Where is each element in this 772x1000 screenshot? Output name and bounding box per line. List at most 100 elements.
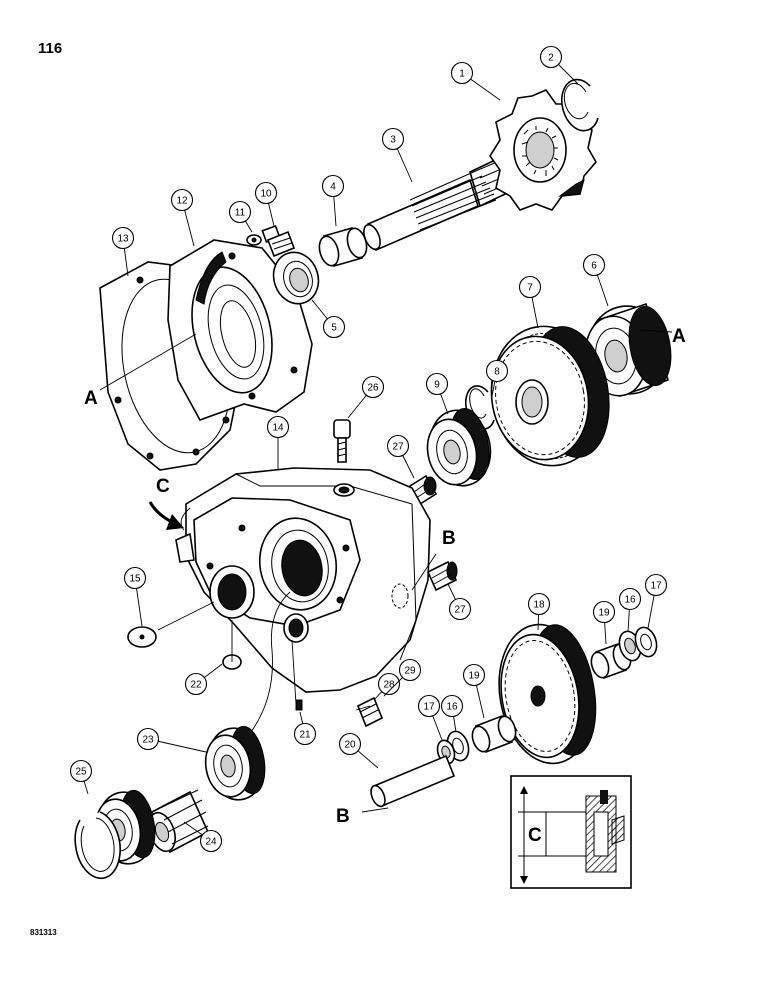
callout-number-18: 18 xyxy=(533,600,545,611)
callout-number-28: 28 xyxy=(383,680,395,691)
callout-circle xyxy=(377,672,401,696)
ref-letter-c-inset: C xyxy=(528,825,542,846)
pinion-gear xyxy=(148,789,210,854)
callout-circle xyxy=(184,672,208,696)
ref-letter-c-arrow: C xyxy=(156,476,170,497)
callout-number-15: 15 xyxy=(129,574,141,585)
callout-circle xyxy=(69,759,93,783)
detail-inset xyxy=(510,775,632,889)
ref-letter-b-upper: B xyxy=(442,528,456,549)
figure-code: 831313 xyxy=(30,928,57,937)
ball-bearing-9 xyxy=(426,408,492,487)
callout-number-24: 24 xyxy=(205,837,217,848)
gearbox-housing xyxy=(175,467,431,693)
callout-number-14: 14 xyxy=(272,423,284,434)
callout-number-17: 17 xyxy=(423,702,435,713)
callout-circle xyxy=(527,592,551,616)
callout-circle xyxy=(448,597,472,621)
callout-circle xyxy=(592,600,616,624)
callout-number-2: 2 xyxy=(548,53,554,64)
idler-shaft xyxy=(370,754,456,808)
callout-circle xyxy=(338,732,362,756)
callout-circle xyxy=(322,315,346,339)
callout-number-6: 6 xyxy=(591,261,597,272)
callout-number-16: 16 xyxy=(446,702,458,713)
callout-circle xyxy=(644,573,668,597)
callout-circle xyxy=(254,181,278,205)
page-number: 116 xyxy=(38,40,63,57)
plug-right xyxy=(426,560,458,592)
retaining-ring-upper xyxy=(561,78,599,132)
callout-circle xyxy=(111,226,135,250)
callout-number-7: 7 xyxy=(527,283,533,294)
callout-number-25: 25 xyxy=(75,767,87,778)
callout-circle xyxy=(485,359,509,383)
callout-number-21: 21 xyxy=(299,730,311,741)
callout-number-17: 17 xyxy=(650,581,662,592)
callout-number-22: 22 xyxy=(190,680,202,691)
callout-circle xyxy=(386,434,410,458)
callout-circle xyxy=(381,127,405,151)
callout-circle xyxy=(462,663,486,687)
callout-number-1: 1 xyxy=(459,69,465,80)
callout-number-13: 13 xyxy=(117,234,129,245)
bearing-cover xyxy=(167,239,313,421)
retaining-ring-lower xyxy=(74,811,121,880)
callout-circle xyxy=(199,829,223,853)
callout-number-29: 29 xyxy=(404,666,416,677)
callout-number-27: 27 xyxy=(392,442,404,453)
callout-number-23: 23 xyxy=(142,735,154,746)
callout-circle xyxy=(425,372,449,396)
oil-seal xyxy=(272,251,320,305)
large-gear-lower xyxy=(498,623,597,765)
callout-circle xyxy=(398,658,422,682)
callout-circle xyxy=(266,415,290,439)
drain-plug xyxy=(356,696,384,728)
callout-circle xyxy=(440,694,464,718)
callout-circle xyxy=(361,375,385,399)
callout-circle xyxy=(136,727,160,751)
callout-number-5: 5 xyxy=(331,323,337,334)
callout-circle xyxy=(228,200,252,224)
callout-circle xyxy=(518,275,542,299)
callout-circle xyxy=(293,722,317,746)
washers-upper xyxy=(618,626,658,662)
callout-circle xyxy=(417,694,441,718)
ref-letter-a-right: A xyxy=(672,326,686,347)
ref-letter-a-left: A xyxy=(84,388,98,409)
callout-circle xyxy=(123,566,147,590)
callout-number-11: 11 xyxy=(235,208,246,219)
callout-circle xyxy=(321,174,345,198)
callout-number-8: 8 xyxy=(494,367,500,378)
breather-fitting xyxy=(333,419,351,463)
bushing-19-lower xyxy=(471,714,517,754)
callout-circle xyxy=(170,188,194,212)
callout-number-10: 10 xyxy=(260,189,272,200)
callout-number-20: 20 xyxy=(344,740,356,751)
c-arrow-icon xyxy=(148,501,184,530)
callout-number-9: 9 xyxy=(434,380,440,391)
callout-number-3: 3 xyxy=(390,135,396,146)
expansion-plug xyxy=(127,626,157,648)
callout-number-26: 26 xyxy=(367,383,379,394)
callout-number-16: 16 xyxy=(624,595,636,606)
callout-circle xyxy=(450,61,474,85)
callout-number-19: 19 xyxy=(468,671,480,682)
large-gear-upper xyxy=(490,325,610,467)
ball-bearing-23-upper xyxy=(204,725,266,801)
callout-circle xyxy=(539,45,563,69)
ref-letter-b-lower: B xyxy=(336,806,350,827)
callout-circle xyxy=(582,253,606,277)
callout-number-4: 4 xyxy=(330,182,336,193)
bushing xyxy=(318,227,368,267)
dowel-pin xyxy=(295,699,303,711)
callout-group: 1234567891011121314151616171718191920212… xyxy=(69,45,668,853)
callout-number-12: 12 xyxy=(176,196,188,207)
bolt-and-washer xyxy=(246,224,296,258)
callout-number-27: 27 xyxy=(454,605,466,616)
callout-number-19: 19 xyxy=(598,608,610,619)
plug-upper xyxy=(408,474,438,506)
assembly-lines xyxy=(99,329,673,813)
callout-circle xyxy=(618,587,642,611)
